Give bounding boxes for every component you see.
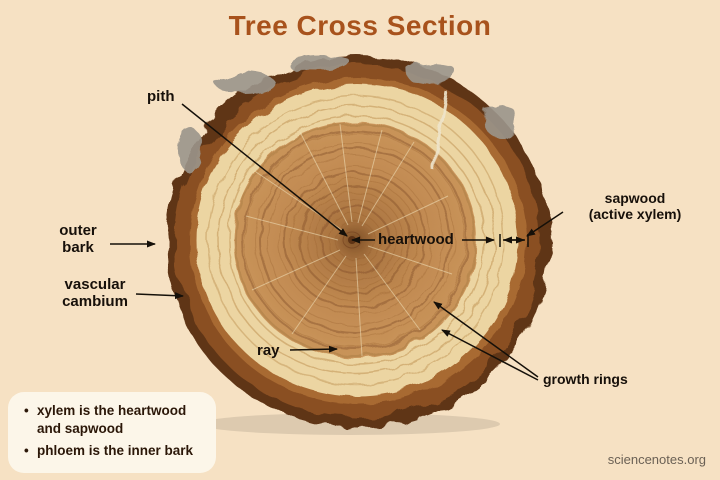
ray-arrow [289,345,338,353]
info-box: xylem is the heartwood and sapwood phloe… [8,392,216,473]
pith-arrow [181,103,348,237]
label-ray: ray [257,342,280,359]
growth-rings-arrow-2 [441,329,539,381]
sapwood-label-arrow [526,211,564,237]
label-heartwood: heartwood [378,231,454,248]
label-outer-bark: outer bark [59,222,97,257]
vascular-cambium-arrow [135,292,184,300]
label-vascular-cambium: vascular cambium [62,276,128,311]
page-title: Tree Cross Section [228,10,492,41]
label-pith: pith [147,88,175,105]
growth-rings-arrow-1 [433,301,539,378]
info-bullet: xylem is the heartwood and sapwood [24,402,204,438]
label-growth-rings: growth rings [543,371,628,387]
annotation-arrows [110,103,564,381]
info-bullet-list: xylem is the heartwood and sapwood phloe… [18,402,204,461]
label-sapwood: sapwood (active xylem) [588,190,682,223]
log-art [166,55,550,428]
watermark: sciencenotes.org [607,452,706,467]
info-bullet: phloem is the inner bark [24,442,204,460]
